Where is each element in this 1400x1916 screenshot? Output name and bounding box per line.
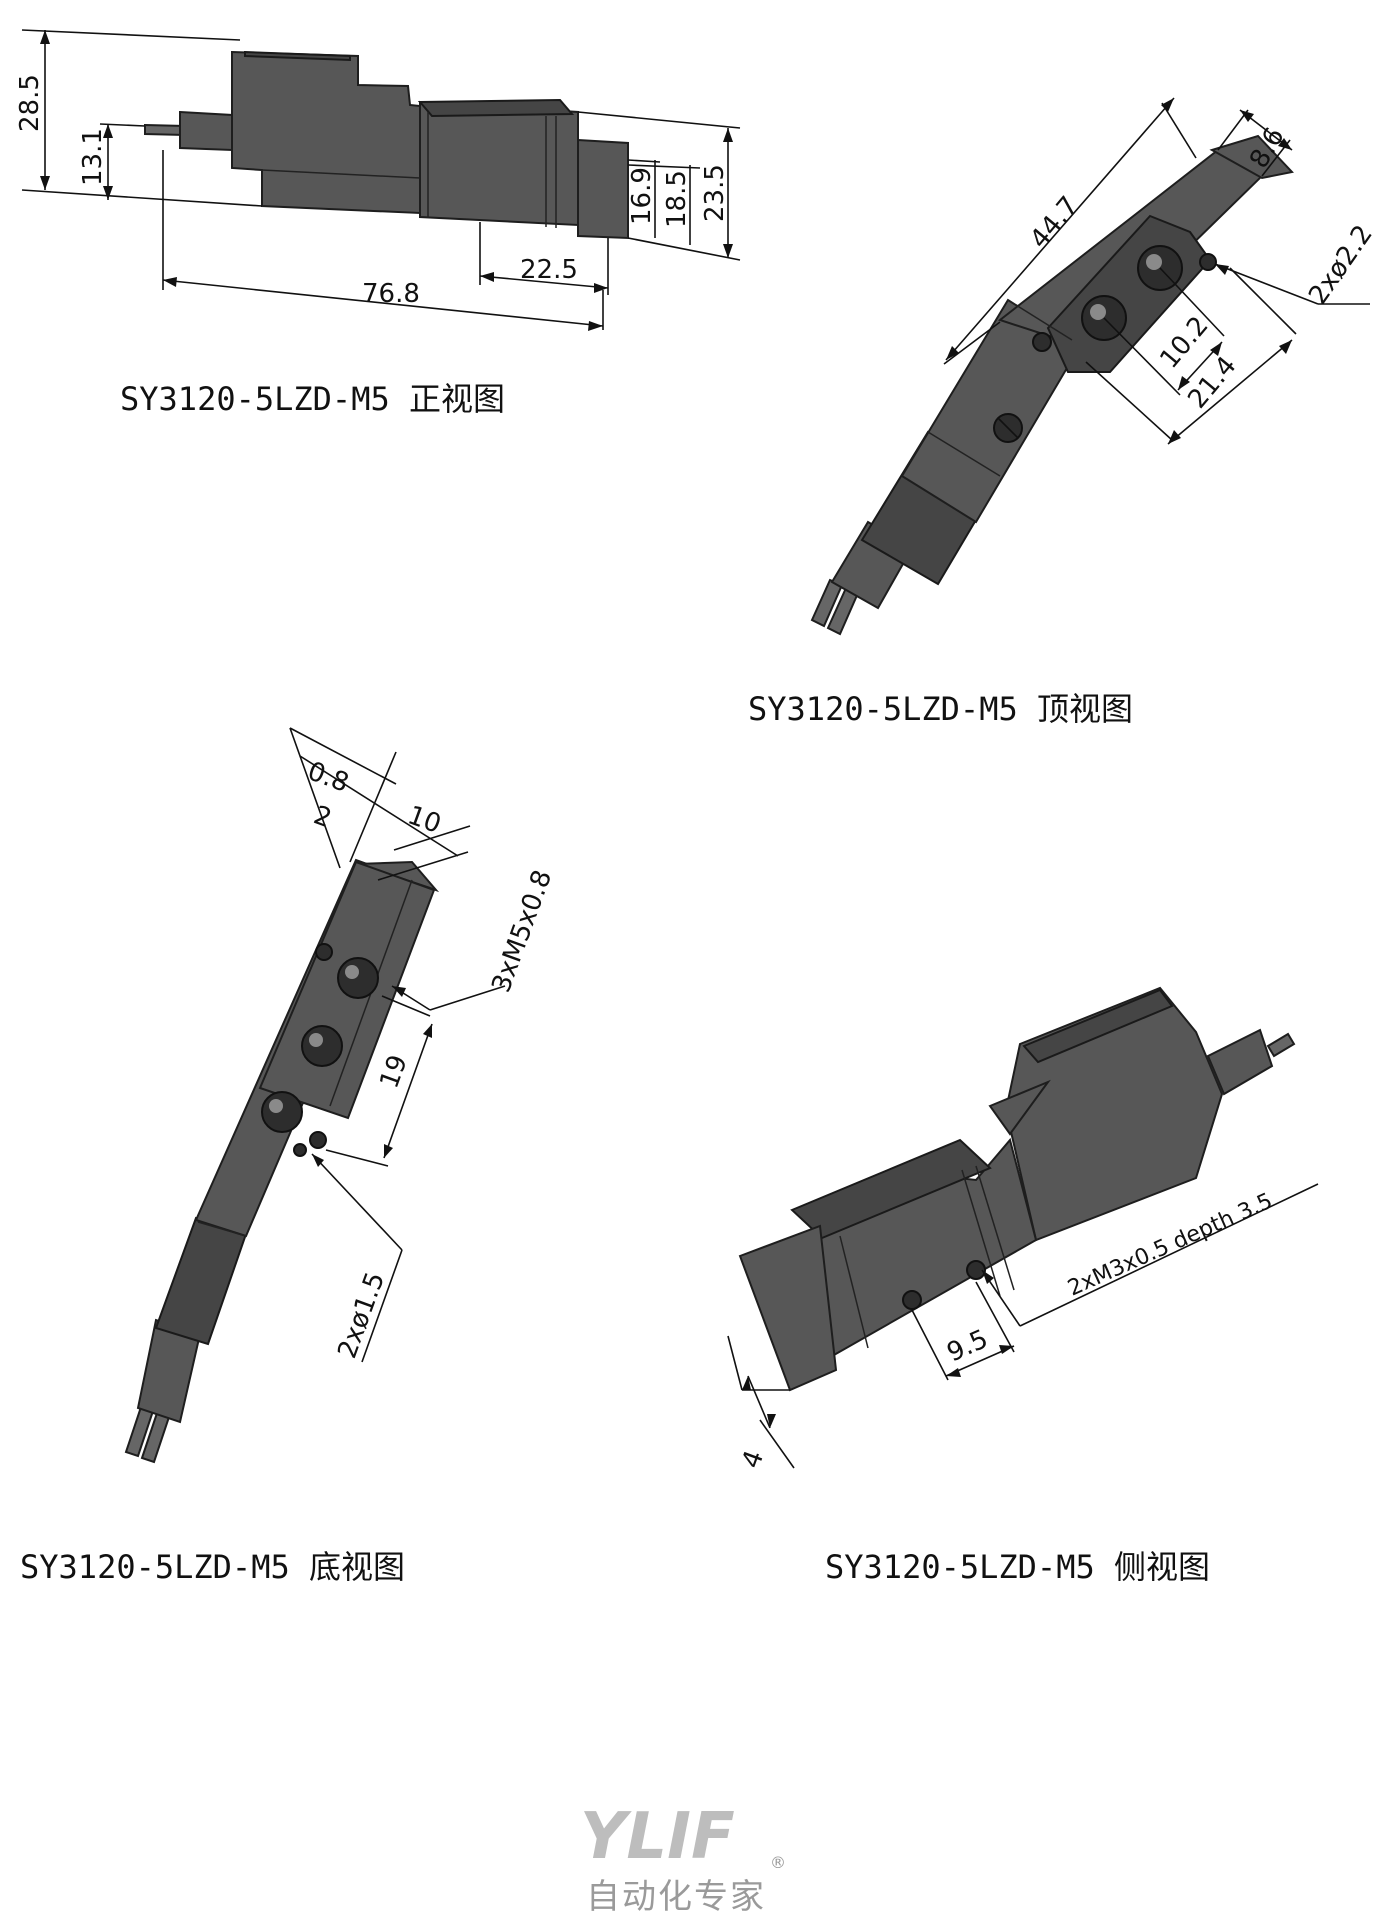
top-pin-hole-1 (1032, 332, 1052, 352)
top-dim-2xo2-2: 2xø2.2 (1303, 220, 1379, 310)
bottom-port-3 (261, 1091, 303, 1133)
bottom-pin-hole-2 (309, 1131, 327, 1149)
front-valve-body (144, 50, 629, 240)
front-dim-16-9: 16.9 (627, 167, 657, 225)
front-dim-28-5: 28.5 (15, 74, 45, 132)
side-m3-hole-2 (966, 1260, 986, 1280)
side-view: 2xM3x0.5 depth 3.5 9.5 4 SY3120-5LZD-M5 … (727, 986, 1319, 1586)
brand-registered-mark: ® (770, 1853, 786, 1872)
top-view-caption: SY3120-5LZD-M5 顶视图 (748, 690, 1133, 728)
front-dim-18-5: 18.5 (662, 170, 692, 228)
top-view: 44.7 8.6 2xø2.2 10.2 21.4 SY3120-5LZD-M5… (748, 97, 1379, 728)
brand-logo: YLIF (580, 1800, 735, 1874)
top-dim-44-7: 44.7 (1024, 191, 1084, 255)
bottom-view: 0.8 2 10 3xM5x0.8 19 2xø1.5 SY3120-5LZD-… (20, 727, 558, 1586)
bottom-dim-2: 2 (310, 800, 336, 834)
top-valve-body (810, 134, 1294, 636)
brand-tagline: 自动化专家 (586, 1877, 766, 1916)
brand-block: YLIF ® 自动化专家 (580, 1800, 786, 1916)
front-dim-13-1: 13.1 (78, 128, 108, 186)
side-dim-9-5: 9.5 (943, 1324, 993, 1368)
front-view: 28.5 13.1 16.9 18.5 23.5 22.5 76.8 SY312… (15, 29, 741, 418)
front-view-caption: SY3120-5LZD-M5 正视图 (120, 380, 505, 418)
side-valve-body (738, 986, 1296, 1392)
front-dim-22-5: 22.5 (520, 255, 578, 285)
bottom-port-1 (337, 957, 379, 999)
bottom-dim-3xm5: 3xM5x0.8 (486, 866, 558, 996)
side-dim-4: 4 (736, 1447, 770, 1473)
top-pin-hole-2 (1199, 253, 1217, 271)
bottom-dim-2xo1-5: 2xø1.5 (332, 1268, 391, 1362)
side-m3-hole-1 (902, 1290, 922, 1310)
bottom-port-2 (301, 1025, 343, 1067)
top-dim-21-4: 21.4 (1182, 351, 1242, 415)
bottom-dim-10: 10 (404, 800, 445, 840)
bottom-pin-hole-3 (293, 1143, 307, 1157)
bottom-dim-19: 19 (374, 1051, 414, 1092)
front-dim-76-8: 76.8 (362, 279, 420, 309)
bottom-pin-hole-1 (315, 943, 333, 961)
top-dim-10-2: 10.2 (1154, 311, 1214, 375)
front-dim-23-5: 23.5 (700, 164, 730, 222)
front-dimensions: 28.5 13.1 16.9 18.5 23.5 22.5 76.8 (15, 29, 741, 331)
bottom-dim-0-8: 0.8 (304, 756, 353, 798)
bottom-view-caption: SY3120-5LZD-M5 底视图 (20, 1548, 405, 1586)
side-view-caption: SY3120-5LZD-M5 侧视图 (825, 1548, 1210, 1586)
bottom-valve-body (124, 858, 440, 1464)
